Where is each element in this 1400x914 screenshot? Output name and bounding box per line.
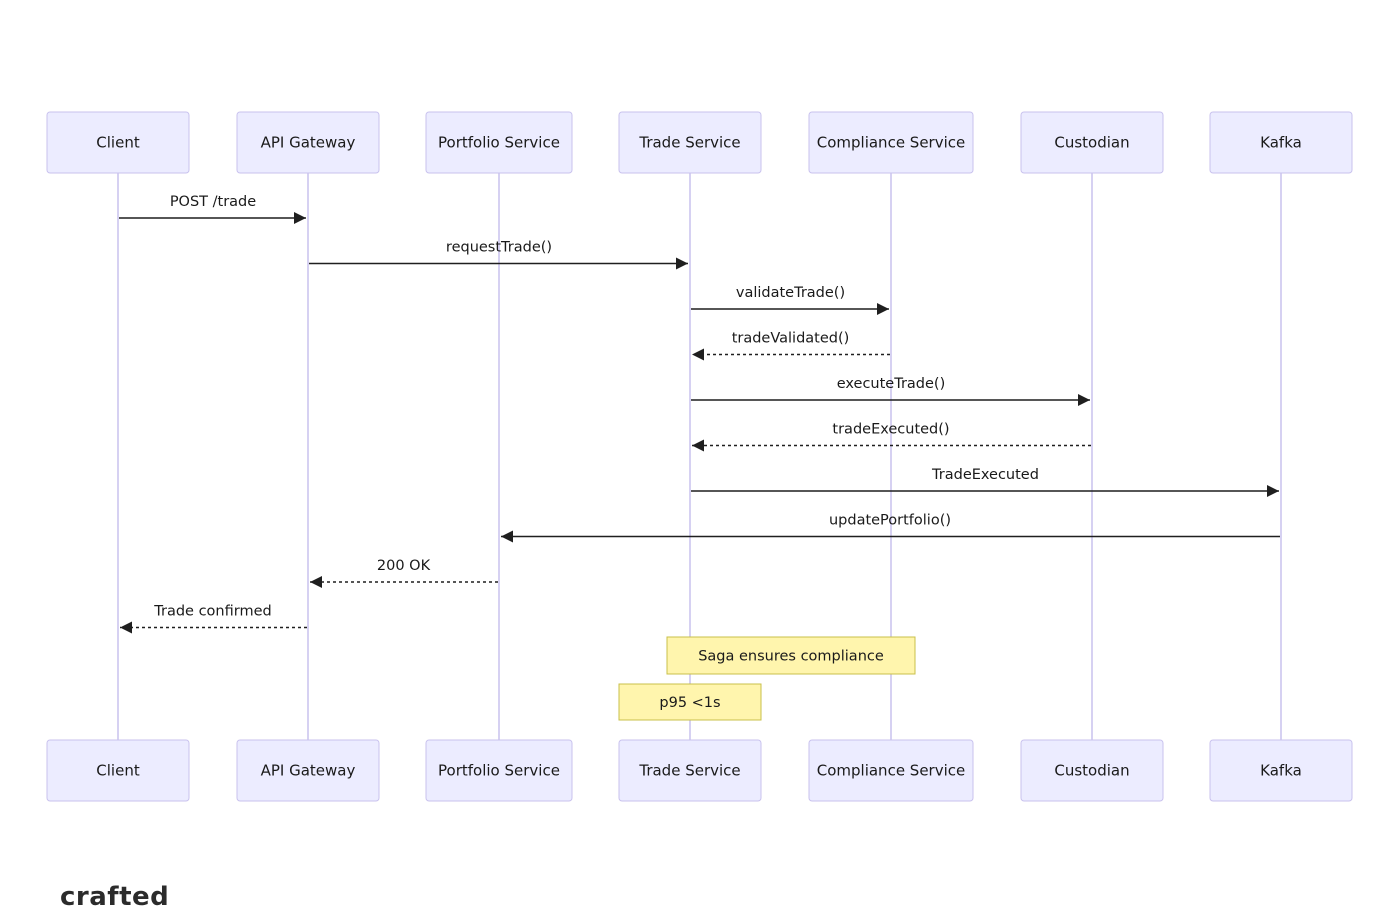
message-1: POST /trade	[119, 194, 306, 224]
actor-kafka-bottom: Kafka	[1209, 739, 1353, 802]
actor-gateway-top: API Gateway	[236, 111, 380, 174]
actor-box	[1020, 111, 1164, 174]
actor-box	[1209, 111, 1353, 174]
actor-custodian-bottom: Custodian	[1020, 739, 1164, 802]
message-5: executeTrade()	[691, 376, 1090, 406]
actor-box	[425, 739, 573, 802]
actor-compliance-bottom: Compliance Service	[808, 739, 974, 802]
actor-client-bottom: Client	[46, 739, 190, 802]
actor-box	[236, 111, 380, 174]
actor-label: Compliance Service	[817, 134, 966, 152]
message-10: Trade confirmed	[120, 604, 307, 634]
message-label: POST /trade	[170, 194, 256, 210]
message-3: validateTrade()	[691, 285, 889, 315]
message-2: requestTrade()	[309, 240, 688, 270]
actor-gateway-bottom: API Gateway	[236, 739, 380, 802]
note-label: p95 <1s	[659, 695, 720, 711]
actor-label: Kafka	[1260, 134, 1302, 152]
actor-label: Portfolio Service	[438, 762, 560, 780]
note-2: p95 <1s	[618, 683, 762, 721]
message-label: tradeValidated()	[732, 331, 850, 347]
actor-box	[808, 739, 974, 802]
message-8: updatePortfolio()	[501, 513, 1280, 543]
actor-label: Client	[96, 134, 140, 152]
actor-box	[236, 739, 380, 802]
message-label: Trade confirmed	[153, 604, 271, 620]
crafted-logo: crafted	[60, 882, 170, 912]
message-4: tradeValidated()	[692, 331, 890, 361]
actor-label: Compliance Service	[817, 762, 966, 780]
actor-box	[618, 111, 762, 174]
note-1: Saga ensures compliance	[666, 636, 916, 675]
actor-compliance-top: Compliance Service	[808, 111, 974, 174]
message-label: executeTrade()	[837, 376, 946, 392]
actor-portfolio-top: Portfolio Service	[425, 111, 573, 174]
note-box	[666, 636, 916, 675]
message-label: updatePortfolio()	[829, 513, 951, 529]
actor-label: Kafka	[1260, 762, 1302, 780]
actor-box	[1209, 739, 1353, 802]
actor-box	[46, 111, 190, 174]
actor-client-top: Client	[46, 111, 190, 174]
actor-box	[46, 739, 190, 802]
actor-label: Custodian	[1054, 134, 1129, 152]
actor-box	[425, 111, 573, 174]
message-7: TradeExecuted	[691, 467, 1279, 497]
actor-box	[808, 111, 974, 174]
message-label: 200 OK	[377, 558, 431, 574]
actor-label: Trade Service	[638, 134, 740, 152]
actor-box	[1020, 739, 1164, 802]
actor-trade-bottom: Trade Service	[618, 739, 762, 802]
message-9: 200 OK	[310, 558, 498, 588]
actor-portfolio-bottom: Portfolio Service	[425, 739, 573, 802]
actor-trade-top: Trade Service	[618, 111, 762, 174]
message-label: requestTrade()	[446, 240, 552, 256]
message-6: tradeExecuted()	[692, 422, 1091, 452]
actor-kafka-top: Kafka	[1209, 111, 1353, 174]
message-label: validateTrade()	[736, 285, 845, 301]
actor-custodian-top: Custodian	[1020, 111, 1164, 174]
actor-box	[618, 739, 762, 802]
message-label: TradeExecuted	[931, 467, 1039, 483]
actor-label: Custodian	[1054, 762, 1129, 780]
note-label: Saga ensures compliance	[698, 649, 884, 665]
actor-label: Client	[96, 762, 140, 780]
message-label: tradeExecuted()	[832, 422, 949, 438]
actor-label: API Gateway	[261, 134, 356, 152]
actor-label: Trade Service	[638, 762, 740, 780]
actor-label: Portfolio Service	[438, 134, 560, 152]
actor-label: API Gateway	[261, 762, 356, 780]
note-box	[618, 683, 762, 721]
